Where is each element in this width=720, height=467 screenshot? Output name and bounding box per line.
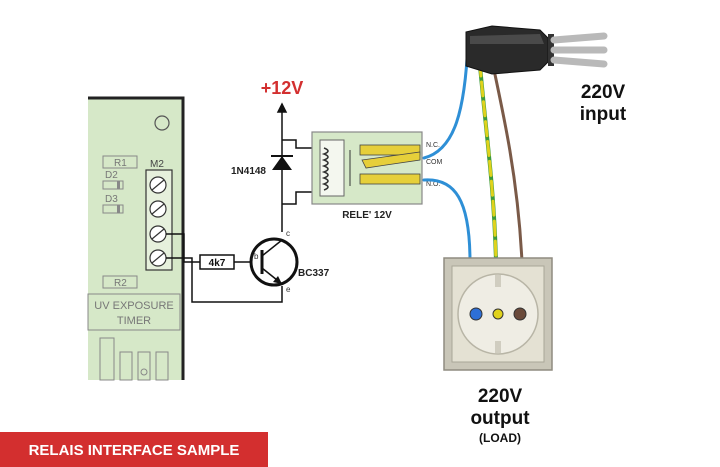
- mains-socket: [443, 257, 553, 371]
- input-label-line2: input: [580, 104, 627, 125]
- output-label-line1: 220V: [478, 386, 523, 407]
- socket-hole-yellow: [492, 308, 504, 320]
- pin-b-label: b: [254, 252, 259, 261]
- relay-no-label: N.O.: [426, 181, 440, 188]
- plug-pin: [550, 56, 608, 68]
- transistor-bc337: BC337 b c e: [249, 229, 330, 294]
- relay-com-label: COM: [426, 159, 443, 166]
- transistor-label: BC337: [298, 268, 330, 279]
- plug-pin: [550, 32, 608, 44]
- relay-label: RELE' 12V: [342, 210, 392, 221]
- mounting-hole: [154, 115, 170, 131]
- banner-text: RELAIS INTERFACE SAMPLE: [29, 442, 240, 459]
- diode-label: 1N4148: [231, 166, 266, 177]
- d2-label: D2: [105, 170, 118, 181]
- mains-plug: [465, 25, 608, 75]
- resistor-4k7: 4k7: [199, 254, 235, 270]
- d3-label: D3: [105, 194, 118, 205]
- mains-wires: [422, 40, 524, 264]
- diode-1n4148: 1N4148: [231, 155, 293, 177]
- output-label-line3: (LOAD): [479, 431, 521, 445]
- r2-label: R2: [114, 278, 127, 289]
- output-label-line2: output: [470, 408, 530, 429]
- pin-e-label: e: [286, 285, 291, 294]
- socket-hole-blue: [469, 307, 483, 321]
- relay: RELE' 12V N.C. COM N.O.: [311, 131, 443, 221]
- terminal-screws: [149, 176, 167, 267]
- resistor-label: 4k7: [209, 258, 226, 269]
- socket-hole-brown: [513, 307, 527, 321]
- title-banner: RELAIS INTERFACE SAMPLE: [0, 432, 268, 467]
- input-label-line1: 220V: [581, 82, 626, 103]
- r1-label: R1: [114, 158, 127, 169]
- timer-pcb: R1 D2 D3 M2 R2 UV EXPOSURE TIMER: [87, 96, 185, 381]
- board-label-line1: UV EXPOSURE: [94, 300, 173, 312]
- relay-nc-label: N.C.: [426, 142, 440, 149]
- m2-label: M2: [150, 159, 164, 170]
- pin-c-label: c: [286, 229, 290, 238]
- supply-label: +12V: [261, 78, 304, 98]
- board-label-line2: TIMER: [117, 315, 151, 327]
